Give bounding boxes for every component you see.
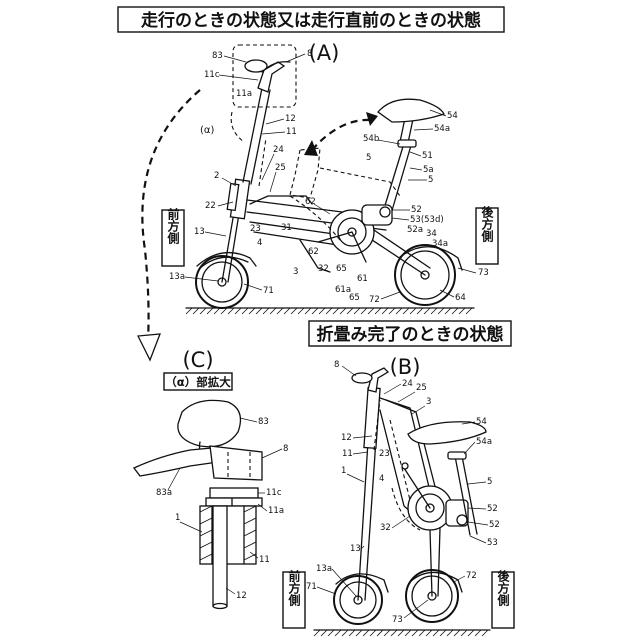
svg-text:34a: 34a (432, 239, 448, 249)
svg-text:83: 83 (212, 51, 223, 61)
svg-text:73: 73 (478, 268, 489, 278)
svg-text:62: 62 (308, 247, 319, 257)
svg-text:64: 64 (455, 293, 466, 303)
svg-text:71: 71 (263, 286, 274, 296)
svg-text:23: 23 (250, 224, 261, 234)
svg-text:1: 1 (175, 513, 180, 523)
front-side-label-b: 前方側 (283, 569, 305, 628)
svg-text:13: 13 (194, 227, 205, 237)
svg-text:11: 11 (342, 449, 353, 459)
svg-text:8: 8 (307, 49, 312, 59)
svg-text:24: 24 (402, 379, 413, 389)
svg-text:12: 12 (341, 433, 352, 443)
svg-text:61: 61 (357, 274, 368, 284)
caption-folded: 折畳み完了のときの状態 (317, 324, 504, 345)
svg-text:52: 52 (489, 520, 500, 530)
svg-text:22: 22 (205, 201, 216, 211)
caption-top: 走行のときの状態又は走行直前のときの状態 (141, 10, 481, 31)
svg-text:54a: 54a (434, 124, 450, 134)
svg-text:25: 25 (416, 383, 427, 393)
reference-numerals-a: 83 8 11c 11a 12 11 24 25 2 22 23 4 13 13… (169, 49, 489, 305)
caption-detail-box: （α）部拡大 (164, 373, 232, 390)
svg-text:4: 4 (379, 474, 384, 484)
svg-text:5: 5 (428, 175, 433, 185)
svg-text:1: 1 (341, 466, 346, 476)
svg-text:72: 72 (466, 571, 477, 581)
zoom-arrow-head (138, 334, 160, 360)
svg-text:71: 71 (306, 582, 317, 592)
svg-text:12: 12 (236, 591, 247, 601)
svg-text:73: 73 (392, 615, 403, 625)
brake-knob (178, 400, 241, 446)
svg-text:13a: 13a (316, 564, 332, 574)
svg-text:11c: 11c (204, 70, 220, 80)
svg-text:52: 52 (411, 205, 422, 215)
svg-text:32: 32 (380, 523, 391, 533)
svg-text:65: 65 (336, 264, 347, 274)
front-side-label-a: 前方側 (162, 207, 184, 266)
svg-text:51: 51 (422, 151, 433, 161)
svg-text:2: 2 (214, 171, 219, 181)
svg-text:54a: 54a (476, 437, 492, 447)
reference-numerals-b: 8 24 25 3 54 54a 12 11 23 1 4 5 32 52 52… (306, 360, 500, 625)
svg-text:8: 8 (283, 444, 288, 454)
inner-tube (213, 506, 227, 606)
caption-detail: （α）部拡大 (165, 375, 231, 389)
svg-text:後方側: 後方側 (480, 205, 494, 243)
svg-text:5: 5 (487, 477, 492, 487)
caption-top-box: 走行のときの状態又は走行直前のときの状態 (118, 7, 504, 32)
svg-text:5: 5 (366, 153, 371, 163)
svg-text:13: 13 (350, 544, 361, 554)
svg-text:前方側: 前方側 (166, 207, 180, 245)
svg-text:8: 8 (334, 360, 339, 370)
svg-text:後方側: 後方側 (496, 569, 510, 607)
svg-text:11: 11 (259, 555, 270, 565)
svg-text:53: 53 (487, 538, 498, 548)
svg-text:52: 52 (487, 504, 498, 514)
svg-text:31: 31 (281, 223, 292, 233)
svg-text:54: 54 (476, 417, 487, 427)
svg-text:3: 3 (293, 267, 298, 277)
svg-text:前方側: 前方側 (287, 569, 301, 607)
panel-b-label: (B) (390, 355, 421, 379)
svg-text:3: 3 (426, 397, 431, 407)
svg-text:11a: 11a (268, 506, 284, 516)
svg-text:4: 4 (257, 238, 262, 248)
panel-a-label: (A) (309, 41, 340, 65)
svg-text:65: 65 (349, 293, 360, 303)
panel-c-label: (C) (182, 348, 213, 372)
svg-text:25: 25 (275, 163, 286, 173)
svg-text:83: 83 (258, 417, 269, 427)
alpha-mark: (α) (200, 125, 214, 136)
svg-text:12: 12 (285, 114, 296, 124)
caption-folded-box: 折畳み完了のときの状態 (309, 321, 511, 346)
rear-side-label-a: 後方側 (476, 205, 498, 264)
svg-text:11a: 11a (236, 89, 252, 99)
svg-text:11c: 11c (266, 488, 282, 498)
svg-text:32: 32 (318, 264, 329, 274)
svg-text:54: 54 (447, 111, 458, 121)
outer-tube (200, 506, 256, 564)
svg-text:23: 23 (379, 449, 390, 459)
panel-c-drawing (134, 400, 262, 608)
svg-text:5a: 5a (423, 165, 434, 175)
ground-a (186, 308, 474, 314)
panel-b-drawing (314, 368, 490, 636)
svg-text:11: 11 (286, 127, 297, 137)
svg-text:52a: 52a (407, 225, 423, 235)
svg-text:83a: 83a (156, 488, 172, 498)
svg-text:72: 72 (369, 295, 380, 305)
svg-text:53(53d): 53(53d) (410, 215, 444, 225)
svg-text:54b: 54b (363, 134, 379, 144)
svg-text:24: 24 (273, 145, 284, 155)
svg-text:62: 62 (305, 197, 316, 207)
rear-side-label-b: 後方側 (492, 569, 514, 628)
svg-text:13a: 13a (169, 272, 185, 282)
svg-text:34: 34 (426, 229, 437, 239)
